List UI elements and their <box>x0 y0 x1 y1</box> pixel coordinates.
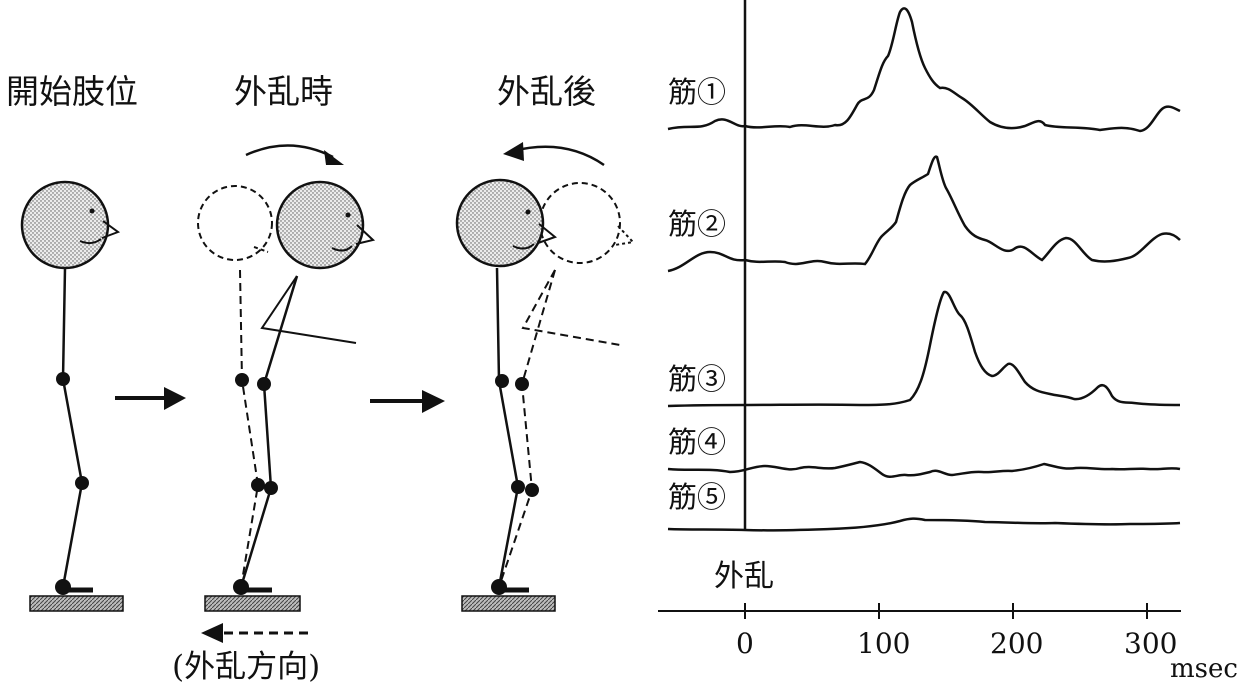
stickfigure-during <box>197 144 376 643</box>
rotation-arrow-backward <box>512 145 605 167</box>
beak <box>537 223 558 244</box>
body-original-dashed <box>239 269 260 588</box>
title-during-perturbation: 外乱時 <box>234 72 333 111</box>
hip-forward <box>515 377 529 391</box>
rotation-arrow-forward <box>245 144 334 159</box>
perturbation-onset-label: 外乱 <box>714 559 774 594</box>
emg-trace-3 <box>667 290 1181 408</box>
muscle-label-1: 筋① <box>668 75 727 109</box>
tick-label-200: 200 <box>990 627 1044 660</box>
arm-line <box>260 275 357 344</box>
head <box>275 180 365 270</box>
arm-forward-dashed <box>521 269 621 346</box>
ankle-joint <box>491 579 507 595</box>
emg-panel <box>658 0 1181 619</box>
muscle-label-2: 筋② <box>668 207 727 241</box>
head <box>455 178 545 268</box>
knee-joint <box>75 476 89 490</box>
beak <box>101 220 121 239</box>
perturbation-direction-label: (外乱方向) <box>172 649 321 685</box>
mouth <box>331 245 353 252</box>
eye <box>89 208 95 214</box>
mouth <box>512 243 535 250</box>
hip-joint <box>257 377 271 391</box>
beak-dashed <box>614 225 636 246</box>
time-unit-label: msec <box>1170 654 1238 684</box>
floor-plate <box>204 595 301 612</box>
knee-forward <box>525 483 539 497</box>
rotation-arrow-head <box>324 150 344 165</box>
tick-label-300: 300 <box>1124 627 1178 660</box>
emg-trace-2 <box>667 155 1181 273</box>
ankle-joint <box>55 579 71 595</box>
head <box>20 180 110 270</box>
body-line <box>61 267 84 588</box>
emg-trace-4 <box>667 460 1181 478</box>
floor-plate <box>29 595 124 612</box>
eye <box>525 209 531 215</box>
title-start-posture: 開始肢位 <box>6 72 138 111</box>
muscle-label-4: 筋④ <box>668 425 727 459</box>
knee-joint <box>511 480 525 494</box>
direction-arrow-head <box>201 623 223 643</box>
transition-arrow-1 <box>115 387 186 410</box>
knee-original <box>251 478 265 492</box>
mouth <box>79 238 102 245</box>
floor-plate <box>461 595 556 612</box>
ankle-joint <box>233 579 249 595</box>
transition-arrow-2 <box>370 390 445 413</box>
eye <box>345 212 351 218</box>
tick-label-0: 0 <box>736 627 754 660</box>
head-original-dashed <box>197 185 273 261</box>
head-forward-dashed <box>539 182 621 264</box>
body-line <box>495 267 520 588</box>
muscle-label-3: 筋③ <box>668 362 727 396</box>
stickfigure-start <box>20 180 124 612</box>
emg-trace-5 <box>667 517 1181 532</box>
rotation-arrow-head <box>503 142 524 161</box>
tick-label-100: 100 <box>857 627 911 660</box>
muscle-label-5: 筋⑤ <box>668 480 727 514</box>
body-forward-dashed <box>498 269 556 588</box>
knee-joint <box>264 481 278 495</box>
hip-joint <box>495 374 509 388</box>
hip-joint <box>56 372 70 386</box>
dashed-mouth <box>253 246 269 253</box>
hip-original <box>235 373 249 387</box>
emg-trace-1 <box>667 7 1181 133</box>
title-after-perturbation: 外乱後 <box>497 72 596 111</box>
stickfigure-after <box>455 142 636 612</box>
beak <box>355 224 376 245</box>
